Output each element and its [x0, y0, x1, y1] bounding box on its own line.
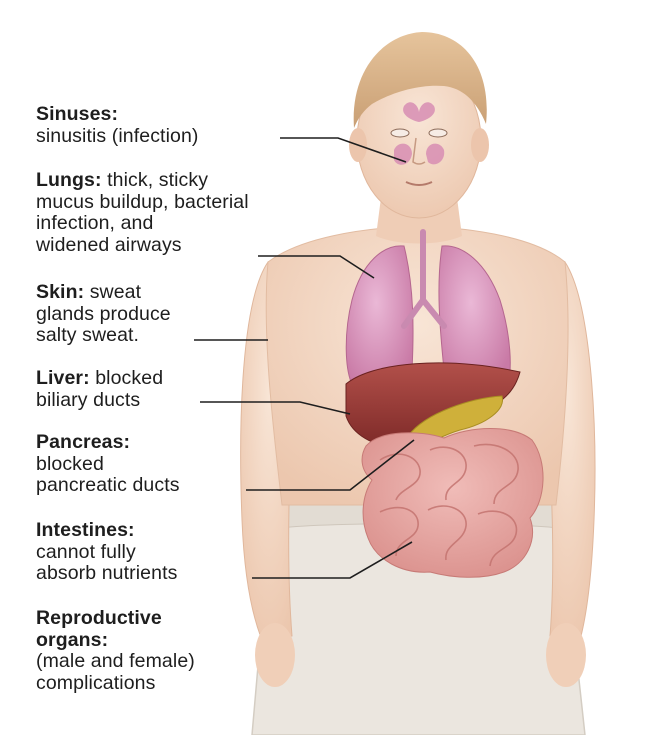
label-sinuses: Sinuses: sinusitis (infection) [36, 104, 199, 147]
label-sinuses-heading: Sinuses: [36, 104, 199, 126]
right-hand [546, 623, 586, 687]
right-eye [429, 129, 447, 137]
label-lungs-heading: Lungs: [36, 169, 102, 191]
left-hand [255, 623, 295, 687]
label-lungs-line-3: infection, and [36, 213, 249, 235]
label-reproductive-line-2: complications [36, 673, 195, 695]
label-reproductive-heading-2: organs: [36, 630, 195, 652]
label-lungs-line-4: widened airways [36, 235, 249, 257]
label-pancreas-line-2: pancreatic ducts [36, 475, 180, 497]
left-eye [391, 129, 409, 137]
label-lungs-line-1: thick, sticky [102, 169, 209, 191]
label-liver-line-1: blocked [90, 367, 163, 389]
label-skin-heading: Skin: [36, 281, 84, 303]
label-skin-line-1: sweat [84, 281, 141, 303]
label-pancreas: Pancreas: blocked pancreatic ducts [36, 432, 180, 497]
label-lungs: Lungs: thick, sticky mucus buildup, bact… [36, 170, 249, 256]
label-sinuses-line-1: sinusitis (infection) [36, 126, 199, 148]
label-pancreas-line-1: blocked [36, 454, 180, 476]
label-intestines-heading: Intestines: [36, 520, 177, 542]
label-lungs-line-2: mucus buildup, bacterial [36, 192, 249, 214]
label-skin-line-3: salty sweat. [36, 325, 171, 347]
label-liver-heading: Liver: [36, 367, 90, 389]
label-reproductive-line-1: (male and female) [36, 651, 195, 673]
label-skin: Skin: sweat glands produce salty sweat. [36, 282, 171, 347]
label-intestines: Intestines: cannot fully absorb nutrient… [36, 520, 177, 585]
label-intestines-line-1: cannot fully [36, 542, 177, 564]
label-liver-line-2: biliary ducts [36, 390, 163, 412]
label-pancreas-heading: Pancreas: [36, 432, 180, 454]
label-reproductive-organs: Reproductive organs: (male and female) c… [36, 608, 195, 694]
label-reproductive-heading-1: Reproductive [36, 608, 195, 630]
label-liver: Liver: blocked biliary ducts [36, 368, 163, 411]
label-skin-line-2: glands produce [36, 304, 171, 326]
right-ear [471, 128, 489, 162]
label-intestines-line-2: absorb nutrients [36, 563, 177, 585]
